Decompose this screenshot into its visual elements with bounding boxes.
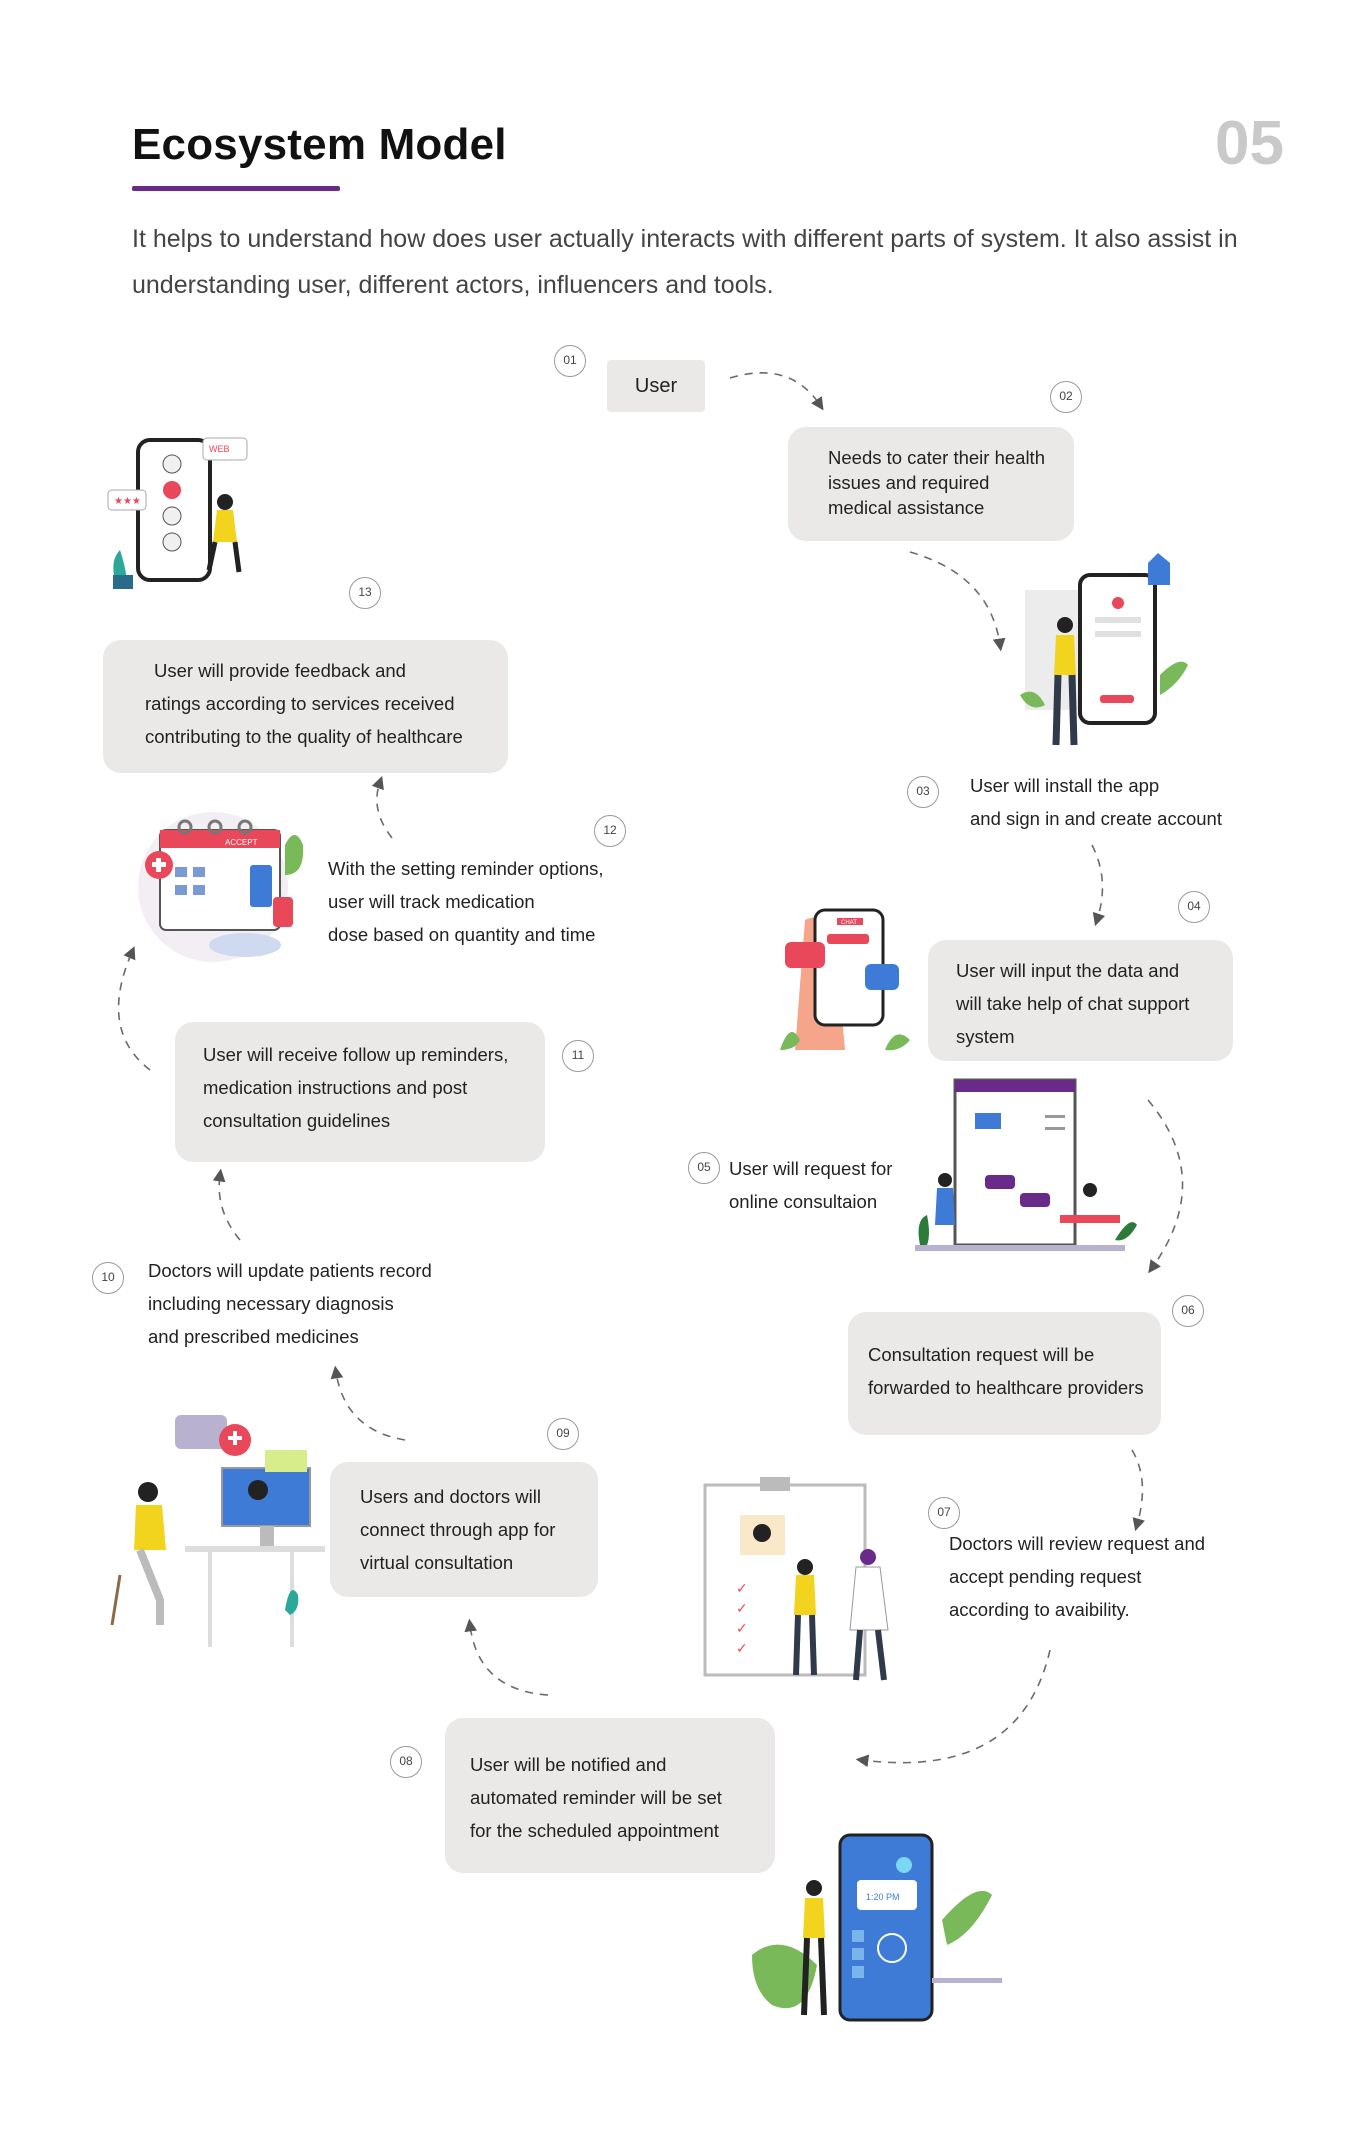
step-box-09: Users and doctors will connect through a… xyxy=(330,1462,598,1597)
step-line: Doctors will review request and xyxy=(949,1533,1206,1554)
step-line: User will receive follow up reminders, xyxy=(203,1044,509,1065)
step-badge-02: 02 xyxy=(1050,381,1082,413)
step-badge-13: 13 xyxy=(349,577,381,609)
step-box-13: User will provide feedback and ratings a… xyxy=(103,640,508,773)
step-box-11: User will receive follow up reminders, m… xyxy=(175,1022,545,1162)
svg-text:✓: ✓ xyxy=(736,1600,748,1616)
step-line: User will install the app xyxy=(970,775,1160,796)
step-line: accept pending request xyxy=(949,1566,1142,1587)
step-line: User will input the data and xyxy=(956,960,1180,981)
step-line: ratings according to services received xyxy=(145,693,455,714)
virtual-consultation-illustration xyxy=(110,1415,325,1647)
title-underline xyxy=(132,186,340,191)
feedback-chat-label: WEB xyxy=(209,444,230,454)
arrow-02-03 xyxy=(909,551,1006,652)
step-line: system xyxy=(956,1026,1015,1047)
step-badge-09: 09 xyxy=(547,1418,579,1450)
step-text-07: Doctors will review request and accept p… xyxy=(949,1527,1205,1626)
step-line: With the setting reminder options, xyxy=(328,858,604,879)
step-line: dose based on quantity and time xyxy=(328,924,596,945)
step-line: Doctors will update patients record xyxy=(148,1260,432,1281)
step-line: Users and doctors will xyxy=(360,1486,541,1507)
page-number: 05 xyxy=(1215,109,1284,178)
step-line: including necessary diagnosis xyxy=(148,1293,394,1314)
step-badge-06: 06 xyxy=(1172,1295,1204,1327)
step-line: forwarded to healthcare providers xyxy=(868,1377,1144,1398)
step-line: automated reminder will be set xyxy=(470,1787,722,1808)
step-line: medication instructions and post xyxy=(203,1077,468,1098)
step-line: virtual consultation xyxy=(360,1552,514,1573)
step-text-05: User will request for online consultaion xyxy=(729,1152,892,1218)
svg-text:✓: ✓ xyxy=(736,1640,748,1656)
step-text: User xyxy=(634,374,678,397)
arrow-04-06 xyxy=(1147,1099,1184,1274)
step-line: and sign in and create account xyxy=(970,808,1222,829)
step-box-02: Needs to cater their health issues and r… xyxy=(788,427,1074,541)
step-line: User will request for xyxy=(729,1158,893,1179)
step-badge-10: 10 xyxy=(92,1262,124,1294)
step-line: and prescribed medicines xyxy=(148,1326,359,1347)
step-badge-12: 12 xyxy=(594,815,626,847)
step-line: Needs to cater their health xyxy=(828,447,1045,468)
step-text-10: Doctors will update patients record incl… xyxy=(148,1254,432,1353)
step-badge-03: 03 xyxy=(907,776,939,808)
step-line: User will provide feedback and xyxy=(154,660,406,681)
intro-text: It helps to understand how does user act… xyxy=(132,225,1238,299)
step-line: issues and required xyxy=(828,472,990,493)
step-line: user will track medication xyxy=(328,891,535,912)
online-consultation-illustration xyxy=(915,1078,1137,1251)
calendar-label: ACCEPT xyxy=(225,838,258,847)
step-line: medical assistance xyxy=(828,497,985,518)
notification-illustration: 1:20 PM xyxy=(752,1833,1002,2022)
step-line: connect through app for xyxy=(360,1519,556,1540)
step-badge-08: 08 xyxy=(390,1746,422,1778)
step-badge-05: 05 xyxy=(688,1152,720,1184)
install-app-illustration xyxy=(1020,553,1188,746)
step-box-04: User will input the data and will take h… xyxy=(928,940,1233,1061)
step-line: for the scheduled appointment xyxy=(470,1820,719,1841)
arrow-09-10 xyxy=(330,1365,406,1441)
arrow-06-07 xyxy=(1131,1449,1145,1532)
arrow-07-08 xyxy=(855,1649,1051,1768)
step-text-12: With the setting reminder options, user … xyxy=(328,852,604,951)
step-line: will take help of chat support xyxy=(956,993,1190,1014)
step-badge-07: 07 xyxy=(928,1497,960,1529)
arrow-01-02 xyxy=(729,372,824,411)
step-badge-04: 04 xyxy=(1178,891,1210,923)
phone-header-label: CHAT xyxy=(841,920,857,926)
page-title: Ecosystem Model xyxy=(132,120,507,169)
step-box-06: Consultation request will be forwarded t… xyxy=(848,1312,1161,1435)
medication-calendar-illustration: ACCEPT xyxy=(138,812,304,962)
step-box-01: User xyxy=(607,360,705,412)
step-line: according to avaibility. xyxy=(949,1599,1130,1620)
step-line: online consultaion xyxy=(729,1191,878,1212)
svg-text:★★★: ★★★ xyxy=(114,496,141,507)
step-box-08: User will be notified and automated remi… xyxy=(445,1718,775,1873)
arrow-11-12 xyxy=(117,946,151,1071)
svg-text:✓: ✓ xyxy=(736,1580,748,1596)
notification-time: 1:20 PM xyxy=(866,1892,900,1902)
step-line: User will be notified and xyxy=(470,1754,667,1775)
arrow-03-04 xyxy=(1091,844,1106,927)
step-line: Consultation request will be xyxy=(868,1344,1095,1365)
chat-support-illustration: CHAT xyxy=(780,908,910,1051)
step-badge-01: 01 xyxy=(554,345,586,377)
step-line: contributing to the quality of healthcar… xyxy=(145,726,463,747)
step-line: consultation guidelines xyxy=(203,1110,391,1131)
step-text-03: User will install the app and sign in an… xyxy=(970,769,1222,835)
arrow-10-11 xyxy=(212,1168,241,1241)
step-badge-11: 11 xyxy=(562,1040,594,1072)
svg-text:✓: ✓ xyxy=(736,1620,748,1636)
doctor-review-illustration: ✓ ✓ ✓ ✓ xyxy=(703,1477,889,1681)
feedback-rating-illustration: ★★★ WEB xyxy=(107,437,248,589)
arrow-08-09 xyxy=(464,1618,549,1696)
arrow-12-13 xyxy=(371,775,393,839)
